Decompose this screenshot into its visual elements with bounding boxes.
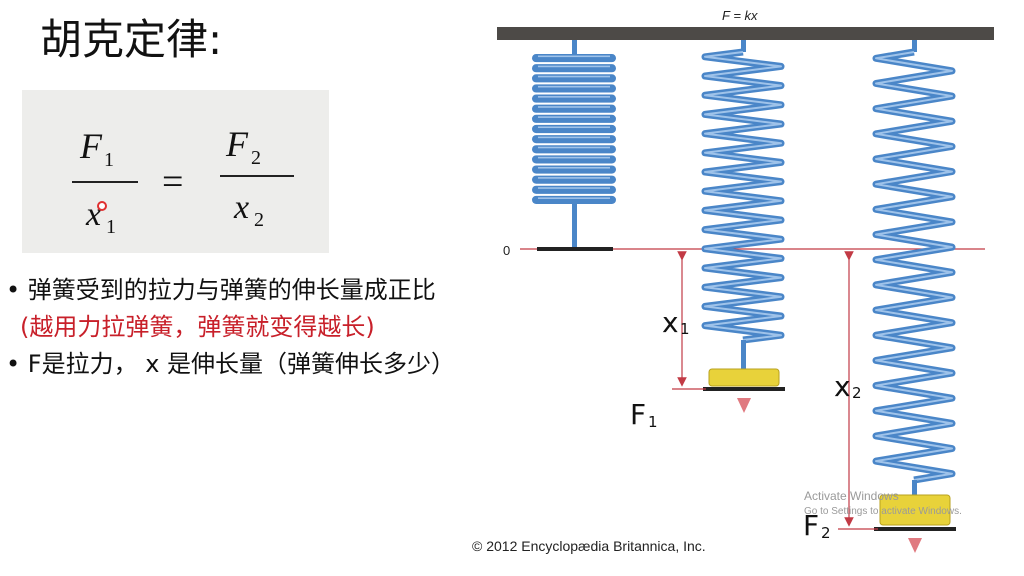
formula-f2: F (225, 124, 249, 164)
x1-sub: 1 (680, 320, 690, 338)
spring-unstretched (532, 40, 616, 251)
spring-1-coil-highlight (538, 156, 610, 159)
displacement-x2 (838, 251, 878, 530)
weight-2 (879, 494, 951, 526)
f2-sub: 2 (821, 524, 831, 542)
watermark-line-2: Go to Settings to activate Windows. (804, 506, 962, 517)
formula-x2: x (233, 189, 249, 226)
formula-image: F 1 x 1 = F 2 x 2 (22, 90, 329, 253)
spring-1-coil (532, 175, 616, 184)
spring-1-coil-highlight (538, 85, 610, 88)
spring-1-coil (532, 185, 616, 194)
formula-equals: = (162, 161, 183, 203)
bullet-marker: • (6, 350, 21, 378)
bullet-marker: • (6, 276, 21, 304)
bullet-list: • 弹簧受到的拉力与弹簧的伸长量成正比 (越用力拉弹簧，弹簧就变得越长) • F… (6, 272, 606, 383)
spring-1-base (537, 247, 613, 251)
force-arrow-1 (737, 398, 751, 413)
ceiling-bar (497, 27, 994, 40)
spring-1-coils (532, 54, 616, 204)
f1-sub: 1 (648, 413, 658, 431)
force-arrow-2 (908, 538, 922, 553)
bullet-text-3: F是拉力， x 是伸长量（弹簧伸长多少） (27, 350, 456, 378)
spring-1-coil (532, 94, 616, 103)
bullet-item-1-note: (越用力拉弹簧，弹簧就变得越长) (6, 309, 606, 346)
bullet-item-2: • F是拉力， x 是伸长量（弹簧伸长多少） (6, 346, 606, 383)
spring-1-coil-highlight (538, 116, 610, 118)
x2-sub: 2 (852, 384, 862, 402)
formula-f1-sub: 1 (104, 149, 114, 171)
displacement-x1 (672, 251, 706, 390)
zero-label: 0 (503, 243, 510, 258)
spring-1-coil-highlight (538, 177, 610, 179)
diagram-top-formula: F = kx (722, 8, 758, 23)
watermark-line-1: Activate Windows (804, 489, 899, 503)
hooke-formula: F 1 x 1 = F 2 x 2 (72, 124, 294, 238)
spring-1-coil (532, 155, 616, 164)
spring-1-coil (532, 195, 616, 204)
spring-1-coil-highlight (538, 126, 610, 129)
x1-label: x (662, 306, 679, 339)
spring-1-coil-highlight (538, 136, 610, 139)
spring-2-highlight (704, 51, 782, 341)
spring-1-coil-highlight (538, 166, 610, 169)
spring-stretched-1 (701, 40, 785, 413)
spring-stretched-2 (872, 40, 956, 553)
spring-1-coil (532, 165, 616, 174)
formula-f2-sub: 2 (251, 147, 261, 169)
weight-1 (708, 368, 780, 387)
spring-1-coil (532, 104, 616, 113)
x2-label: x (834, 370, 851, 403)
formula-x2-sub: 2 (254, 209, 264, 231)
f2-label: F (803, 509, 819, 542)
spring-1-coil (532, 124, 616, 134)
bullet-text-2: (越用力拉弹簧，弹簧就变得越长) (20, 313, 375, 341)
spring-1-coil (532, 54, 616, 63)
bullet-item-1: • 弹簧受到的拉力与弹簧的伸长量成正比 (6, 272, 606, 309)
spring-1-coil (532, 74, 616, 83)
spring-1-coil (532, 64, 616, 73)
copyright-notice: © 2012 Encyclopædia Britannica, Inc. (472, 538, 706, 554)
spring-1-coil-highlight (538, 187, 610, 189)
spring-1-coil (532, 84, 616, 93)
spring-1-coil (532, 114, 616, 123)
page-title: 胡克定律: (40, 15, 223, 64)
activate-windows-watermark: Activate Windows Go to Settings to activ… (804, 488, 962, 520)
spring-1-coil-highlight (538, 96, 610, 98)
spring-3-highlight (875, 51, 953, 481)
spring-1-coil-highlight (538, 75, 610, 78)
formula-x1-sub: 1 (106, 216, 116, 238)
formula-f1: F (79, 126, 103, 166)
spring-1-coil-highlight (538, 146, 610, 149)
spring-1-coil-highlight (538, 55, 610, 58)
bullet-text-1: 弹簧受到的拉力与弹簧的伸长量成正比 (27, 276, 436, 304)
spring-1-coil-highlight (538, 65, 610, 68)
laser-pointer-dot (97, 201, 107, 211)
spring-1-coil-highlight (538, 197, 610, 199)
spring-1-coil (532, 145, 616, 154)
f1-label: F (630, 398, 646, 431)
spring-1-coil-highlight (538, 106, 610, 108)
spring-1-coil (532, 135, 616, 144)
